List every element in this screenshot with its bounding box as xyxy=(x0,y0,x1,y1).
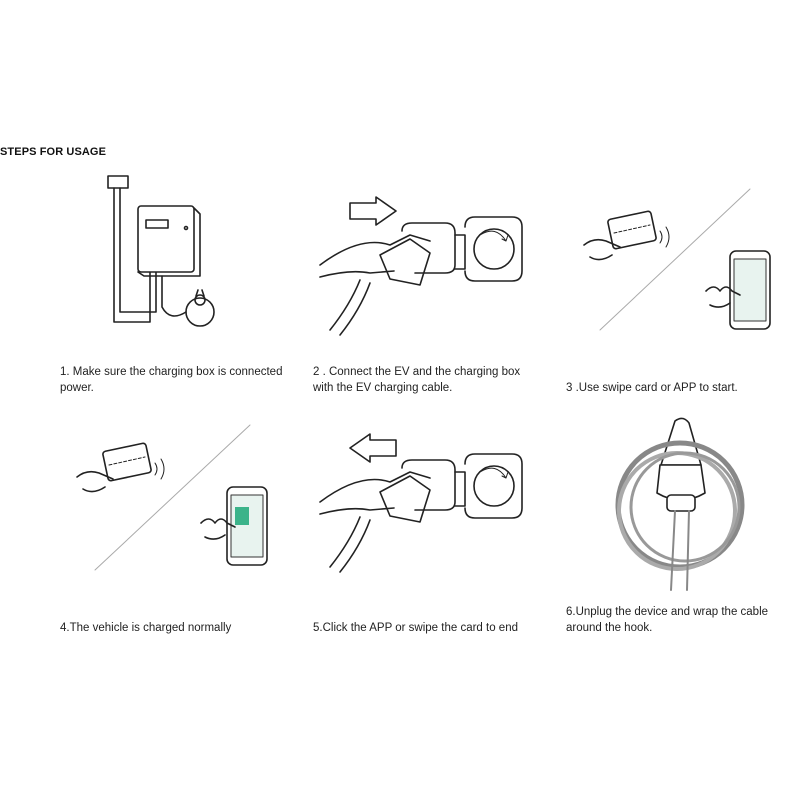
cable-hook-icon xyxy=(615,417,745,591)
page-title: STEPS FOR USAGE xyxy=(0,146,107,158)
step-5-line-1: 5.Click the APP or swipe the card to end xyxy=(313,622,518,634)
plug-in-icon xyxy=(319,196,523,336)
step-3-caption: 3 .Use swipe card or APP to start. xyxy=(566,380,800,396)
step-4-caption: 4.The vehicle is charged normally xyxy=(60,620,300,636)
step-2-line-1: 2 . Connect the EV and the charging box xyxy=(313,366,521,378)
unplug-icon xyxy=(319,433,523,573)
step-5-caption: 5.Click the APP or swipe the card to end xyxy=(313,620,553,636)
step-6-line-1: 6.Unplug the device and wrap the cable xyxy=(566,606,769,618)
step-6-caption: 6.Unplug the device and wrap the cable a… xyxy=(566,604,800,636)
step-4-line-1: 4.The vehicle is charged normally xyxy=(60,622,232,634)
step-3-line-1: 3 .Use swipe card or APP to start. xyxy=(566,382,738,394)
card-app-start-icon xyxy=(583,188,771,331)
step-1-caption: 1. Make sure the charging box is connect… xyxy=(60,364,300,396)
step-1-line-2: power. xyxy=(60,382,94,394)
step-1-line-1: 1. Make sure the charging box is connect… xyxy=(60,366,283,378)
step-6-line-2: around the hook. xyxy=(566,622,653,634)
wallbox-power-icon xyxy=(107,175,215,327)
card-app-charging-icon xyxy=(76,424,268,571)
step-2-line-2: with the EV charging cable. xyxy=(313,382,453,394)
step-2-caption: 2 . Connect the EV and the charging box … xyxy=(313,364,553,396)
